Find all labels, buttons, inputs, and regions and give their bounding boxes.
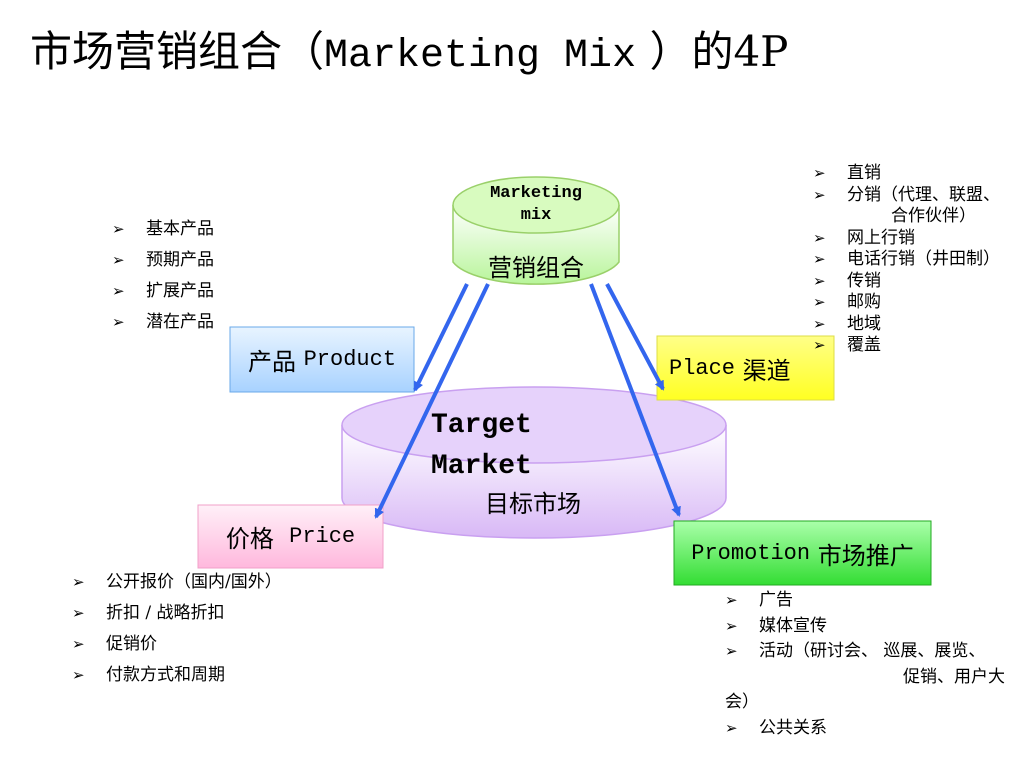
list-item-continuation: 合作伙伴） xyxy=(891,206,976,226)
list-item: 付款方式和周期 xyxy=(72,660,282,691)
list-item: ➢广告 xyxy=(725,590,793,610)
list-item-continuation: 会） xyxy=(725,692,759,712)
price-box: 价格 Price xyxy=(225,524,356,553)
place-box: Place 渠道 xyxy=(669,355,791,385)
promotion-list: ➢广告 ➢媒体宣传 ➢活动（研讨会、 巡展、展览、 促销、用户大 会） ➢公共关… xyxy=(725,588,1005,741)
arrow-to-price xyxy=(374,283,490,519)
place-box-bg xyxy=(656,335,835,401)
list-item: 传销 xyxy=(813,271,1000,293)
list-item: 折扣 / 战略折扣 xyxy=(72,598,282,629)
list-item: ➢活动（研讨会、 巡展、展览、 xyxy=(725,641,986,661)
list-item: 预期产品 xyxy=(112,245,214,276)
price-list: 公开报价（国内/国外） 折扣 / 战略折扣 促销价 付款方式和周期 xyxy=(72,567,282,691)
list-item: 基本产品 xyxy=(112,214,214,245)
product-list: 基本产品 预期产品 扩展产品 潜在产品 xyxy=(112,214,214,338)
product-box: 产品 Product xyxy=(247,347,397,376)
marketing-mix-cylinder xyxy=(452,176,620,285)
list-item: 分销（代理、联盟、 xyxy=(813,185,1000,207)
list-item: 促销价 xyxy=(72,629,282,660)
list-item: ➢公共关系 xyxy=(725,717,827,738)
price-box-bg xyxy=(197,504,384,569)
product-box-bg xyxy=(229,326,415,393)
list-item: 覆盖 xyxy=(813,335,1000,357)
place-list: 直销 分销（代理、联盟、 合作伙伴） 网上行销 电话行销（井田制） 传销 邮购 … xyxy=(813,163,1000,357)
list-item: 邮购 xyxy=(813,292,1000,314)
list-item: 直销 xyxy=(813,163,1000,185)
target-market-cn-label: 目标市场 xyxy=(485,490,581,518)
list-item: ➢媒体宣传 xyxy=(725,615,827,636)
marketing-mix-en-label: Marketing mix xyxy=(490,184,582,225)
arrow-to-place xyxy=(605,283,665,391)
promotion-box-bg xyxy=(673,520,932,586)
list-item-continuation: 促销、用户大 xyxy=(903,666,1005,687)
arrow-to-product xyxy=(413,283,469,392)
list-item: 电话行销（井田制） xyxy=(813,249,1000,271)
arrow-to-promotion xyxy=(589,283,681,517)
list-item: 网上行销 xyxy=(813,228,1000,250)
page-title: 市场营销组合（Marketing Mix ）的4P xyxy=(30,27,789,79)
target-market-en-label: Target Market xyxy=(431,410,532,482)
list-item: 潜在产品 xyxy=(112,307,214,338)
marketing-mix-cn-label: 营销组合 xyxy=(488,254,584,282)
list-item: 地域 xyxy=(813,314,1000,336)
target-market-cylinder xyxy=(341,386,727,539)
promotion-box: Promotion 市场推广 xyxy=(691,540,914,570)
list-item: 公开报价（国内/国外） xyxy=(72,567,282,598)
list-item: 扩展产品 xyxy=(112,276,214,307)
